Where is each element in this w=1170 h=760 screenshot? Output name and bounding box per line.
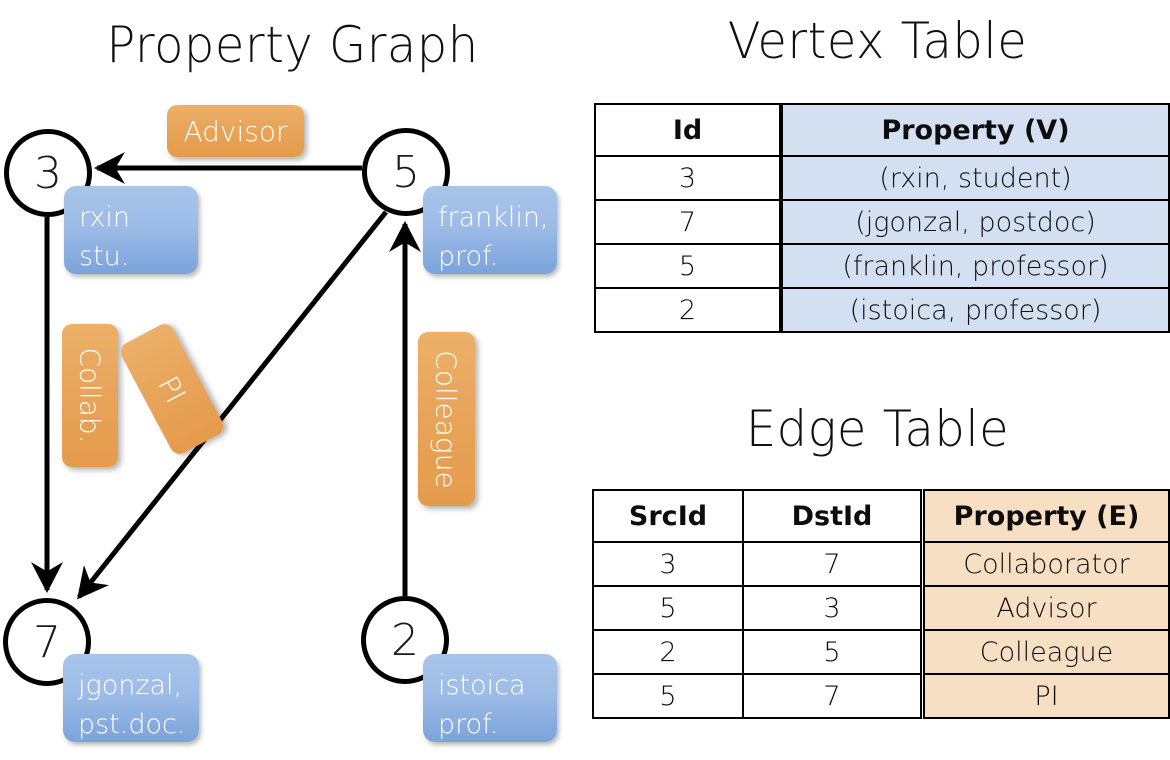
- cell-property: (franklin, professor): [781, 243, 1170, 289]
- cell-srcid: 2: [592, 629, 744, 675]
- vertex-property-box-istoica: istoica prof.: [423, 654, 557, 742]
- table-row: 5 3: [592, 585, 922, 631]
- table-row: 3 7: [592, 541, 922, 587]
- edge-label-box-advisor: Advisor: [167, 105, 304, 157]
- cell-property: (rxin, student): [781, 155, 1170, 201]
- vertex-property-box-franklin: franklin, prof.: [423, 186, 557, 274]
- graph-vertex-5[interactable]: 5: [362, 128, 450, 216]
- edge-label-text: PI: [151, 370, 193, 408]
- table-row: Colleague: [923, 629, 1170, 675]
- page-title-edge-table: Edge Table: [745, 400, 1010, 458]
- cell-dstid: 7: [742, 541, 922, 587]
- vertex-id-label: 7: [33, 616, 61, 668]
- cell-dstid: 7: [742, 673, 922, 719]
- table-row: 3: [594, 155, 781, 201]
- table-row: 5 7: [592, 673, 922, 719]
- vertex-property-role: prof.: [438, 241, 499, 273]
- vertex-id-label: 3: [34, 147, 62, 199]
- table-row: (jgonzal, postdoc): [781, 199, 1170, 245]
- edge-label-text: Collab.: [73, 347, 107, 444]
- page-title-vertex-table: Vertex Table: [727, 12, 1028, 70]
- table-header-row: SrcId DstId: [592, 489, 922, 543]
- table-row: 7: [594, 199, 781, 245]
- vertex-id-label: 5: [392, 146, 420, 198]
- vertex-table-property-column: Property (V) (rxin, student) (jgonzal, p…: [781, 103, 1170, 333]
- cell-property: Collaborator: [923, 541, 1170, 587]
- vertex-property-box-jgonzal: jgonzal, pst.doc.: [63, 654, 199, 742]
- column-header-srcid: SrcId: [592, 489, 744, 543]
- vertex-property-name: franklin,: [438, 202, 549, 233]
- vertex-table-id-column: Id 3 7 5 2: [594, 103, 781, 333]
- cell-property: (istoica, professor): [781, 287, 1170, 333]
- cell-dstid: 3: [742, 585, 922, 631]
- table-row: PI: [923, 673, 1170, 719]
- table-row: 2: [594, 287, 781, 333]
- edge-label-text: Advisor: [183, 114, 288, 148]
- page-title-property-graph: Property Graph: [106, 16, 479, 74]
- cell-srcid: 5: [592, 673, 744, 719]
- table-row: (franklin, professor): [781, 243, 1170, 289]
- vertex-property-name: rxin: [79, 202, 130, 233]
- cell-property: PI: [923, 673, 1170, 719]
- table-header-row: Id: [594, 103, 781, 157]
- table-header-row: Property (E): [923, 489, 1170, 543]
- vertex-property-role: pst.doc.: [78, 709, 186, 741]
- vertex-id-label: 2: [391, 614, 419, 666]
- cell-id: 7: [594, 199, 781, 245]
- vertex-property-role: prof.: [438, 709, 499, 741]
- property-graph-diagram: 3 5 7 2 rxin stu. franklin, prof. jgonza…: [3, 105, 557, 742]
- table-row: (rxin, student): [781, 155, 1170, 201]
- table-row: (istoica, professor): [781, 287, 1170, 333]
- cell-id: 5: [594, 243, 781, 289]
- cell-property: Colleague: [923, 629, 1170, 675]
- vertex-property-name: istoica: [438, 670, 526, 701]
- edge-table-id-columns: SrcId DstId 3 7 5 3 2 5 5 7: [592, 489, 922, 719]
- table-row: Advisor: [923, 585, 1170, 631]
- cell-dstid: 5: [742, 629, 922, 675]
- table-row: 5: [594, 243, 781, 289]
- cell-property: (jgonzal, postdoc): [781, 199, 1170, 245]
- graph-vertex-2[interactable]: 2: [361, 596, 449, 684]
- cell-id: 3: [594, 155, 781, 201]
- edge-label-box-colleague: Colleague: [418, 332, 475, 506]
- cell-property: Advisor: [923, 585, 1170, 631]
- column-header-id: Id: [594, 103, 781, 157]
- vertex-property-name: jgonzal,: [78, 670, 183, 701]
- edge-label-box-collab: Collab.: [62, 324, 118, 467]
- edge-label-text: Colleague: [430, 349, 463, 489]
- column-header-dstid: DstId: [742, 489, 922, 543]
- vertex-property-box-rxin: rxin stu.: [64, 186, 198, 274]
- edge-label-box-pi: PI: [117, 320, 227, 458]
- table-row: 2 5: [592, 629, 922, 675]
- cell-id: 2: [594, 287, 781, 333]
- edge-table-property-column: Property (E) Collaborator Advisor Collea…: [923, 489, 1170, 719]
- table-row: Collaborator: [923, 541, 1170, 587]
- cell-srcid: 5: [592, 585, 744, 631]
- vertex-property-role: stu.: [79, 241, 130, 273]
- column-header-property-e: Property (E): [923, 489, 1170, 543]
- column-header-property-v: Property (V): [781, 103, 1170, 157]
- table-header-row: Property (V): [781, 103, 1170, 157]
- cell-srcid: 3: [592, 541, 744, 587]
